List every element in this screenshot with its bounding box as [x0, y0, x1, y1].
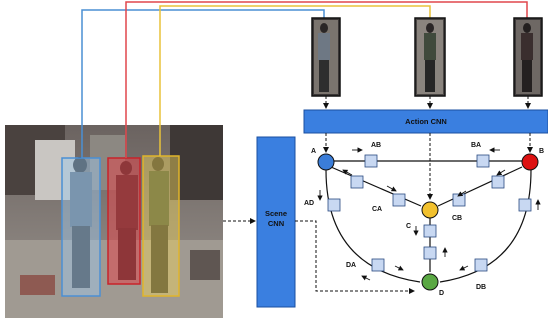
person-box-blue [61, 157, 101, 297]
edge-box-ca-2 [392, 193, 406, 207]
person-box-yellow [142, 155, 180, 297]
node-a [317, 153, 335, 171]
edge-label-db: DB [476, 284, 486, 291]
node-label-a: A [311, 148, 316, 155]
scene-cnn-label-2: CNN [268, 219, 284, 228]
edge-box-ba [476, 154, 490, 168]
person-crop-1 [311, 17, 341, 97]
edge-box-da [371, 258, 385, 272]
link-red [125, 1, 528, 158]
edge-label-da: DA [346, 262, 356, 269]
node-label-b: B [539, 148, 544, 155]
edge-label-cb: CB [452, 215, 462, 222]
edge-boxes [327, 154, 532, 272]
edge-box-db [474, 258, 488, 272]
person-crop-3 [513, 17, 543, 97]
edge-label-ba: BA [471, 142, 481, 149]
edge-label-ca: CA [372, 206, 382, 213]
edge-box-cb-1 [491, 175, 505, 189]
link-blue [81, 9, 325, 158]
scene-cnn-block [256, 136, 296, 308]
person-crop-2 [414, 17, 446, 97]
scene-cnn-label-1: Scene [265, 209, 287, 218]
scene-photo [5, 125, 223, 318]
edge-label-ad: AD [304, 200, 314, 207]
node-d [421, 273, 439, 291]
edge-box-ab [364, 154, 378, 168]
node-label-c: C [406, 223, 411, 230]
edge-box-ad [327, 198, 341, 212]
link-yellow [159, 5, 431, 156]
action-cnn-block [303, 109, 548, 134]
person-box-red [107, 157, 141, 285]
node-label-d: D [439, 290, 444, 297]
edge-label-ab: AB [371, 142, 381, 149]
node-b [521, 153, 539, 171]
node-c [421, 201, 439, 219]
edge-box-cd-1 [423, 224, 437, 238]
edge-box-ca-1 [350, 175, 364, 189]
edge-box-cd-2 [423, 246, 437, 260]
edge-box-bd [518, 198, 532, 212]
action-cnn-label: Action CNN [405, 117, 447, 126]
